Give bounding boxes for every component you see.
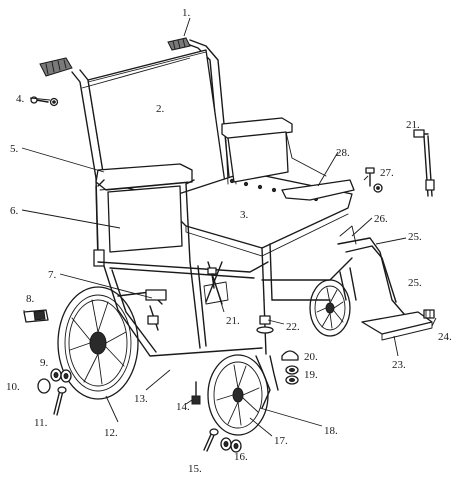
leader-lines xyxy=(21,17,437,437)
label-7: 7. xyxy=(48,269,57,281)
fork-cap xyxy=(281,350,299,361)
label-21-seat: 21. xyxy=(226,315,240,327)
label-11: 11. xyxy=(34,417,48,429)
rear-axle-bolt xyxy=(53,386,67,416)
label-25-upper: 25. xyxy=(408,231,422,243)
label-14: 14. xyxy=(176,401,190,413)
seat-screw xyxy=(365,167,383,193)
label-3: 3. xyxy=(240,209,249,221)
label-26: 26. xyxy=(374,213,388,225)
hand-grips xyxy=(39,37,191,77)
wheel-cap xyxy=(37,378,51,394)
label-10: 10. xyxy=(6,381,20,393)
label-24: 24. xyxy=(438,331,452,343)
label-16: 16. xyxy=(234,451,248,463)
label-4: 4. xyxy=(16,93,25,105)
wheel-bearings xyxy=(50,368,72,383)
label-6: 6. xyxy=(10,205,19,217)
label-25-lower: 25. xyxy=(408,277,422,289)
fork-bearings xyxy=(285,365,299,385)
label-2: 2. xyxy=(156,103,165,115)
label-28: 28. xyxy=(336,147,350,159)
label-27: 27. xyxy=(380,167,394,179)
brake-pad xyxy=(23,309,49,323)
label-18: 18. xyxy=(324,425,338,437)
caster-bearings xyxy=(220,437,242,453)
label-9: 9. xyxy=(40,357,49,369)
caster-bolt xyxy=(191,381,201,405)
footrest-release-pin xyxy=(413,129,435,197)
caster-axle-bolt xyxy=(203,428,219,452)
seat-hardware xyxy=(207,267,217,289)
label-12: 12. xyxy=(104,427,118,439)
front-caster-wheel xyxy=(207,354,269,436)
wheelchair-frame xyxy=(71,39,435,409)
label-19: 19. xyxy=(304,369,318,381)
label-22: 22. xyxy=(286,321,300,333)
label-15: 15. xyxy=(188,463,202,475)
rear-wheel xyxy=(57,286,139,400)
label-21-pin: 21. xyxy=(406,119,420,131)
label-5: 5. xyxy=(10,143,19,155)
rear-wheel-far xyxy=(309,279,351,337)
label-13: 13. xyxy=(134,393,148,405)
label-17: 17. xyxy=(274,435,288,447)
label-1: 1. xyxy=(182,7,191,19)
label-8: 8. xyxy=(26,293,35,305)
label-23: 23. xyxy=(392,359,406,371)
callout-labels: 1. 2. 3. 4. 5. 6. 7. 8. 9. 10. 11. 12. 1… xyxy=(6,7,452,475)
label-20: 20. xyxy=(304,351,318,363)
